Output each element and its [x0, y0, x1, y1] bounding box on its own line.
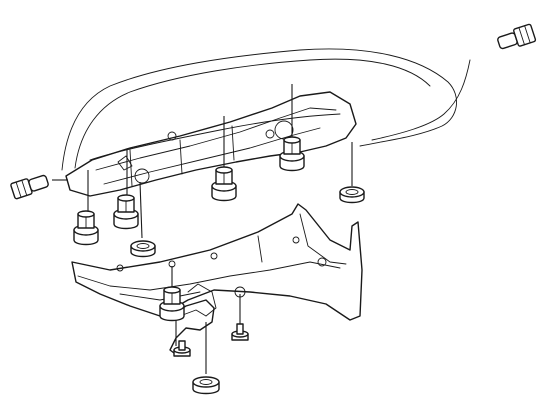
nut-upper-left	[113, 194, 139, 230]
bolt-small-bracket	[173, 340, 191, 357]
bolt-small-center	[231, 323, 249, 341]
washer-nut-left	[130, 240, 156, 258]
nut-left-front	[73, 210, 99, 246]
washer-nut-right	[339, 186, 365, 204]
cross-member	[65, 91, 357, 197]
washer-nut-bottom	[192, 376, 220, 395]
leader-lines	[52, 84, 353, 374]
clip-fastener-left	[10, 174, 49, 200]
nut-center-right	[279, 136, 305, 172]
clip-fastener-right	[497, 23, 537, 50]
nut-lower-center	[159, 286, 185, 322]
nut-center	[211, 166, 237, 202]
lower-bracket	[165, 299, 215, 357]
